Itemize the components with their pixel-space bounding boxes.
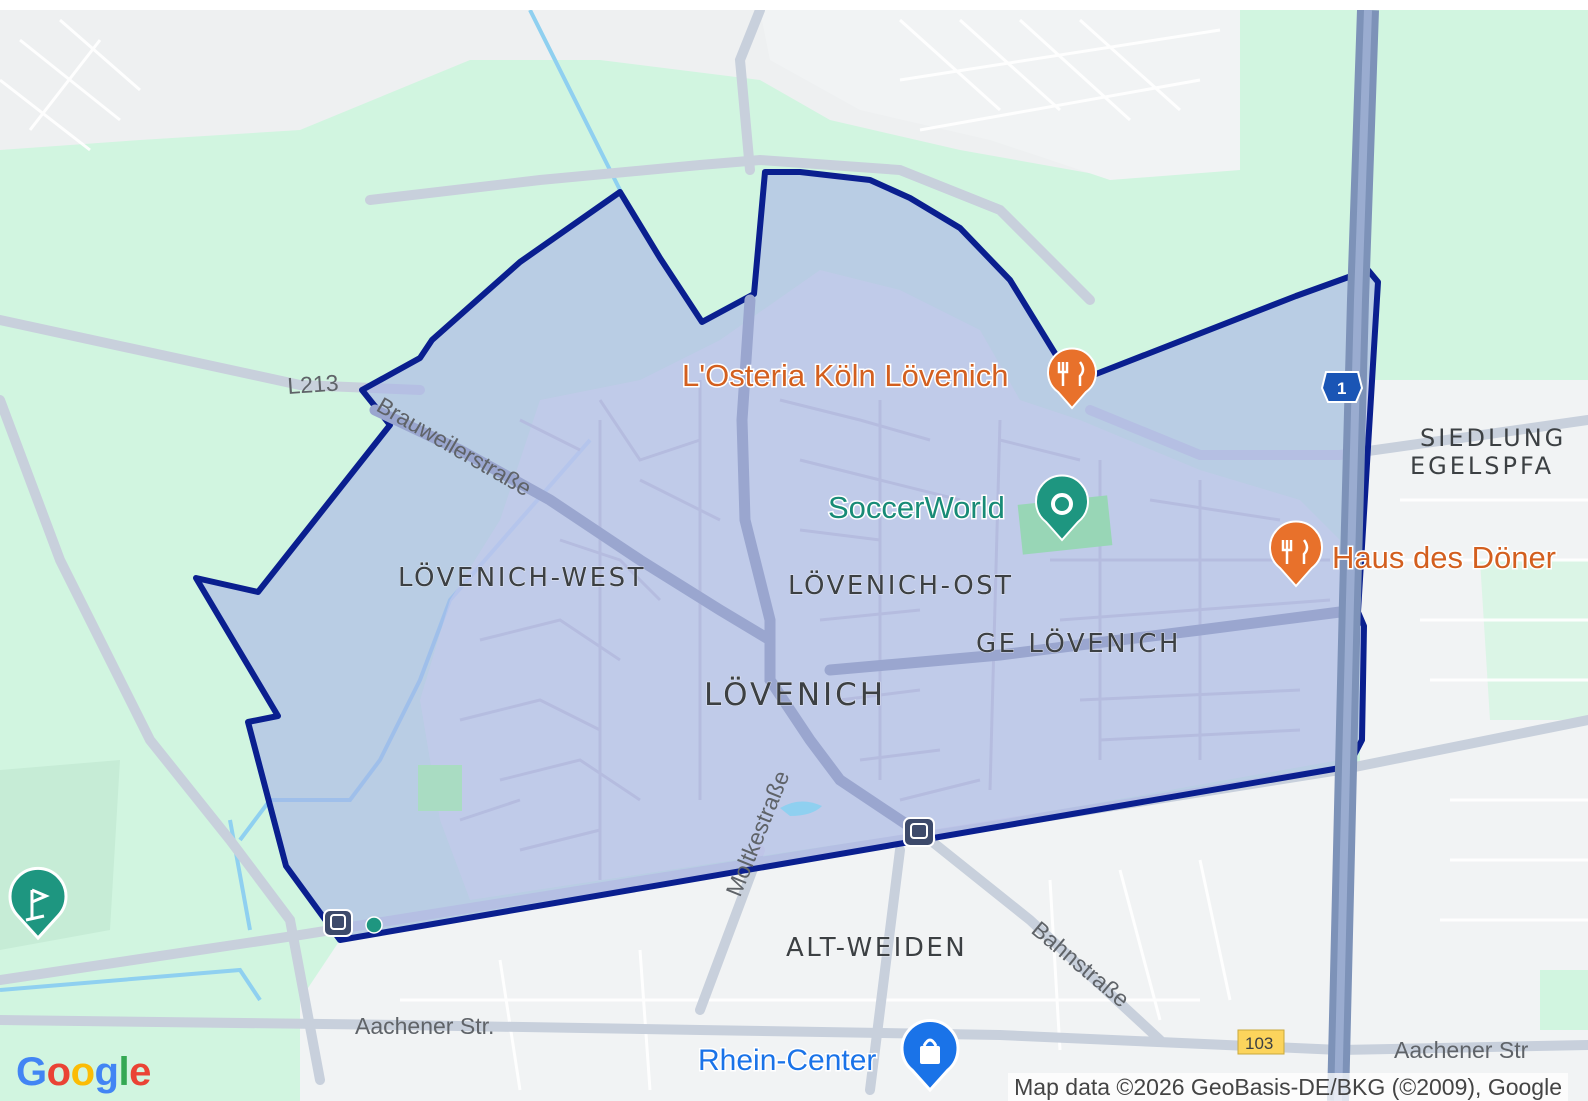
green-patch bbox=[418, 765, 462, 811]
poi-rhein-center[interactable]: Rhein-Center bbox=[697, 1019, 960, 1093]
park-east-strip bbox=[1480, 560, 1588, 720]
pond bbox=[780, 801, 822, 816]
road-number-103: 103 bbox=[1237, 1029, 1285, 1055]
district-label-egelspfad: EGELSPFA bbox=[1410, 452, 1554, 480]
autobahn-shield: 1 bbox=[1320, 371, 1364, 403]
poi-soccerworld-label: SoccerWorld bbox=[828, 490, 1005, 525]
shopping-bag-icon bbox=[920, 1038, 940, 1064]
top-edge bbox=[0, 0, 1588, 10]
tram-icon bbox=[330, 914, 346, 930]
golf-park bbox=[0, 760, 120, 950]
svg-text:1: 1 bbox=[1337, 379, 1346, 398]
map-attribution: Map data ©2026 GeoBasis-DE/BKG (©2009), … bbox=[1008, 1073, 1568, 1101]
district-label-loevenich: LÖVENICH bbox=[704, 676, 886, 713]
tram-icon bbox=[910, 823, 928, 839]
golf-icon bbox=[25, 888, 50, 922]
google-logo: Google bbox=[16, 1050, 151, 1094]
street-label-aachener-str-right: Aachener Str bbox=[1394, 1037, 1529, 1063]
district-label-alt-weiden: ALT-WEIDEN bbox=[786, 933, 967, 963]
street-label-aachener-str-left: Aachener Str. bbox=[355, 1013, 494, 1039]
park-east-bottom bbox=[1540, 970, 1588, 1030]
motorway-a1 bbox=[1327, 9, 1379, 1101]
restaurant-icon bbox=[1057, 361, 1085, 386]
district-label-loevenich-west: LÖVENICH-WEST bbox=[398, 561, 646, 593]
poi-haus-des-doener-label: Haus des Döner bbox=[1332, 540, 1556, 575]
inner-streets bbox=[459, 380, 1331, 880]
transit-stop-center[interactable] bbox=[903, 817, 935, 847]
district-label-ge-loevenich: GE LÖVENICH bbox=[976, 627, 1181, 659]
district-roads bbox=[369, 294, 1346, 846]
district-label-siedlung: SIEDLUNG bbox=[1420, 424, 1566, 452]
street-label-l213: L213 bbox=[287, 369, 340, 399]
restaurant-icon bbox=[1281, 539, 1309, 564]
transit-stop-west[interactable] bbox=[323, 909, 383, 937]
poi-haus-des-doener[interactable]: Haus des Döner bbox=[1269, 520, 1558, 588]
district-label-loevenich-ost: LÖVENICH-OST bbox=[788, 569, 1014, 601]
poi-soccerworld[interactable]: SoccerWorld bbox=[827, 474, 1089, 542]
poi-osteria-label: L'Osteria Köln Lövenich bbox=[682, 358, 1008, 393]
poi-osteria[interactable]: L'Osteria Köln Lövenich bbox=[681, 347, 1097, 410]
sports-icon bbox=[1051, 493, 1073, 515]
poi-rhein-center-label: Rhein-Center bbox=[698, 1044, 876, 1077]
poi-golf[interactable] bbox=[8, 866, 68, 941]
svg-text:103: 103 bbox=[1245, 1034, 1273, 1053]
urban-area-northeast bbox=[760, 10, 1240, 180]
urban-area-south bbox=[300, 730, 1588, 1101]
